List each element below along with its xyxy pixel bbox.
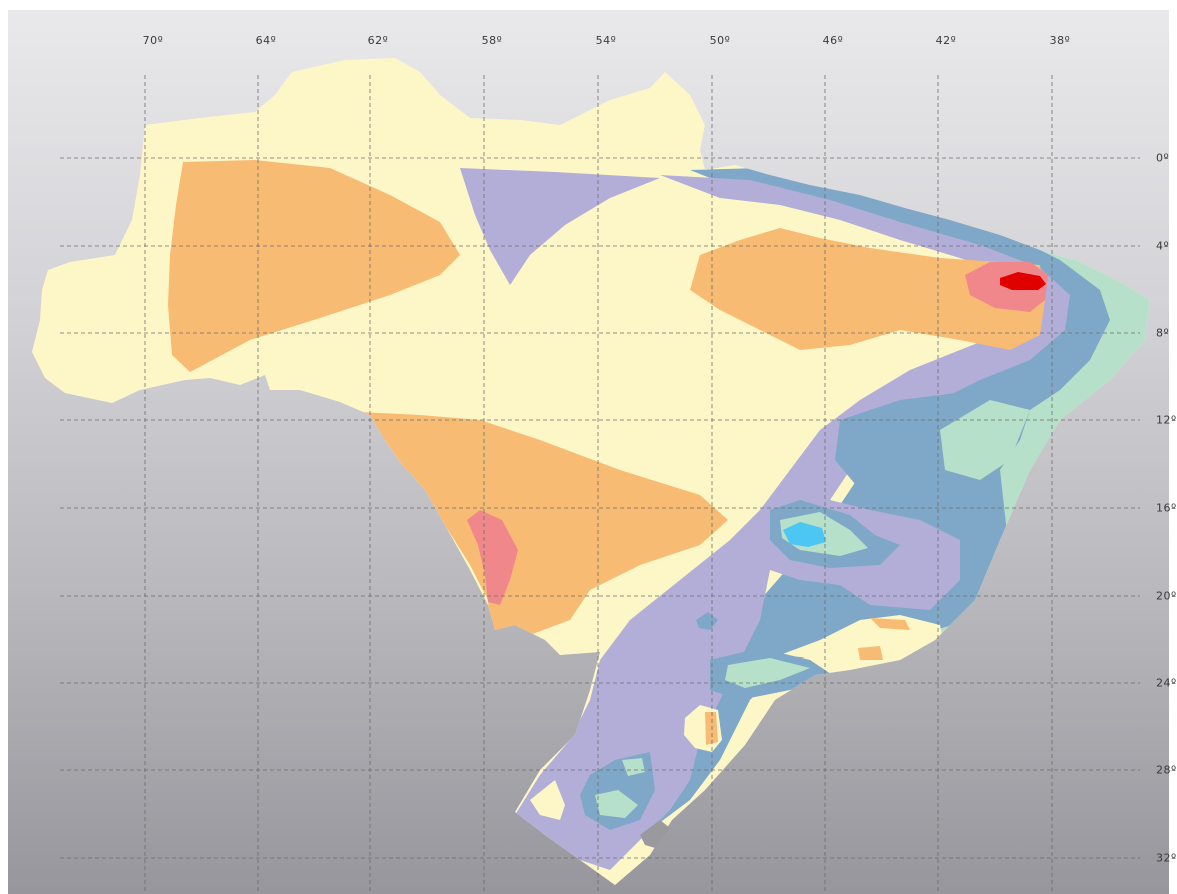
zone-mint-south-a bbox=[725, 658, 810, 688]
latitude-label: 32º bbox=[1156, 851, 1177, 865]
map-frame: 70º 64º 62º 58º 54º 50º 46º 42º 38º 0º 4… bbox=[8, 10, 1176, 894]
zone-steel-dot bbox=[696, 612, 718, 630]
graticule bbox=[60, 75, 1140, 894]
longitude-label: 46º bbox=[822, 34, 844, 47]
latitude-label: 20º bbox=[1156, 589, 1177, 603]
latitude-label: 28º bbox=[1156, 763, 1177, 777]
longitude-label: 64º bbox=[255, 34, 277, 47]
zone-orange-south-small bbox=[705, 712, 718, 745]
coastal-lagoon bbox=[640, 820, 670, 848]
longitude-label: 58º bbox=[481, 34, 503, 47]
latitude-label: 4º bbox=[1156, 239, 1170, 253]
zone-orange-southeast-b bbox=[858, 646, 883, 660]
zone-lavender-north bbox=[460, 168, 660, 285]
zone-orange-northeast bbox=[690, 228, 1045, 350]
zone-orange-southeast-a bbox=[870, 618, 910, 630]
latitude-label: 8º bbox=[1156, 326, 1170, 340]
longitude-label: 62º bbox=[367, 34, 389, 47]
longitude-label: 42º bbox=[935, 34, 957, 47]
longitude-label: 70º bbox=[142, 34, 164, 47]
longitude-label: 50º bbox=[709, 34, 731, 47]
zone-mint-south-b bbox=[595, 790, 638, 818]
latitude-label: 16º bbox=[1156, 501, 1177, 515]
zone-red-northeast bbox=[1000, 272, 1046, 290]
longitude-label: 54º bbox=[595, 34, 617, 47]
zone-mint-south-c bbox=[622, 758, 645, 776]
latitude-label: 24º bbox=[1156, 676, 1177, 690]
zone-cream-south-tip bbox=[530, 780, 565, 820]
longitude-label: 38º bbox=[1049, 34, 1071, 47]
latitude-label: 12º bbox=[1156, 413, 1177, 427]
zone-pink-west bbox=[467, 510, 518, 605]
zone-orange-west bbox=[168, 160, 460, 372]
zone-cyan-pocket bbox=[783, 522, 826, 547]
latitude-label: 0º bbox=[1156, 151, 1170, 165]
